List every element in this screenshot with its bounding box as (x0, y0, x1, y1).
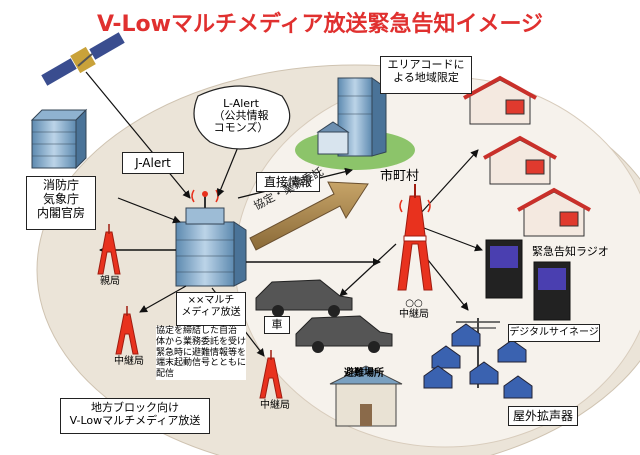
regional-broadcast-box: 地方ブロック向け V-Lowマルチメディア放送 (60, 398, 210, 434)
signage-display-icon (533, 261, 571, 321)
broadcaster-building-icon (175, 189, 247, 287)
tower-to-radio-arrow (423, 227, 483, 252)
agreement-arrow (249, 181, 369, 251)
blue-house-icon (503, 375, 533, 399)
evacuation-site-label: 避難場所 (344, 368, 384, 379)
city-hall-building-icon (295, 77, 415, 170)
evacuation-building-icon (329, 365, 403, 427)
tower-to-car-arrow (339, 243, 397, 297)
j-alert-box: J-Alert (122, 152, 184, 174)
l-alert-callout (193, 85, 291, 150)
main-station-label: 親局 (100, 276, 120, 287)
car-icon (295, 315, 393, 353)
car-box: 車 (264, 316, 290, 334)
blue-house-icon (451, 323, 481, 347)
car-label: 車 (271, 318, 283, 331)
direct-info-label: 直接情報 (263, 175, 312, 189)
relay-tower-bottom-icon (259, 350, 283, 399)
municipality-label: 市町村 (380, 169, 420, 184)
local-relay-label: ○○ 中継局 (399, 298, 429, 320)
area-code-box: エリアコードに よる地域限定 (380, 56, 472, 94)
outdoor-speaker-box: 屋外拡声器 (508, 406, 578, 426)
digital-signage-label: デジタルサイネージ (509, 327, 599, 338)
signage-display-icon (485, 239, 523, 299)
emergency-radio-label: 緊急告知ラジオ (532, 245, 609, 258)
house-icon (483, 135, 557, 185)
relay-tower-left-icon (115, 306, 139, 355)
agencies-box: 消防庁 気象庁 内閣官房 (26, 176, 96, 230)
direct-info-box: 直接情報 (256, 172, 320, 192)
broadcaster-to-relay-left-arrow (139, 285, 187, 313)
house-icon (517, 187, 591, 237)
agencies-to-broadcaster-arrow (117, 197, 181, 224)
relay-station-label-left: 中継局 (114, 356, 144, 367)
main-station-tower-icon (97, 224, 121, 275)
car-icon (255, 279, 353, 317)
main-tower-icon (397, 184, 433, 291)
house-icon (463, 75, 537, 125)
relay-station-label-bottom: 中継局 (260, 400, 290, 411)
l-alert-label: L-Alert （公共情報 コモンズ） (213, 97, 269, 135)
government-building-icon (30, 108, 88, 170)
blue-house-icon (431, 345, 461, 369)
broadcaster-box: ××マルチ メディア放送 (176, 292, 246, 326)
satellite-signal-line (85, 71, 191, 199)
blue-house-icon (469, 361, 499, 385)
outdoor-speaker-label: 屋外拡声器 (512, 409, 573, 423)
agreement-note: 協定を締結した自治 体から業務委託を受け 緊急時に避難情報等を 端末起動信号とと… (156, 326, 247, 380)
l-alert-link-line (216, 141, 241, 197)
page-title: V-Lowマルチメディア放送緊急告知イメージ (96, 12, 544, 37)
satellite-icon (41, 32, 125, 86)
blue-house-icon (423, 365, 453, 389)
digital-signage-box: デジタルサイネージ (508, 324, 600, 342)
j-alert-label: J-Alert (135, 156, 171, 170)
